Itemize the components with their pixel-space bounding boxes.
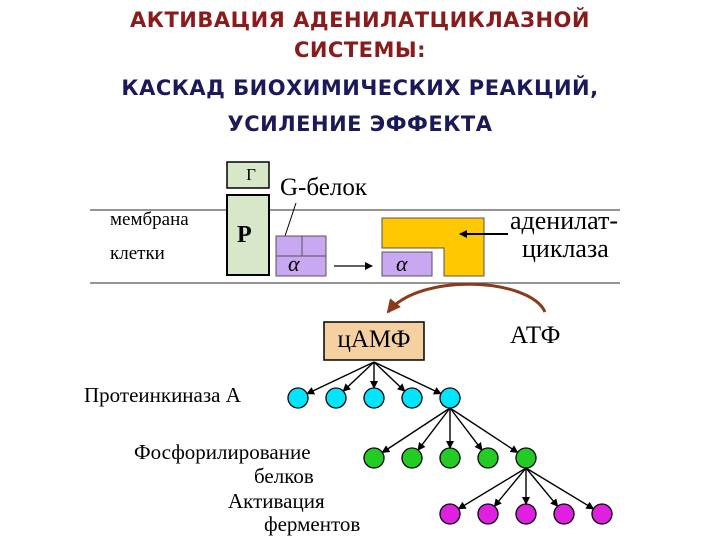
adenylate-cyclase-shape [381,217,485,277]
protein-kinase-node [363,387,385,409]
cascade-arrows [306,361,595,510]
atp-to-camp-arrow [386,282,547,314]
alpha-subunit-moved [381,251,433,277]
phosphorylation-label-2: белков [254,464,314,488]
title-line-4: УСИЛЕНИЕ ЭФФЕКТА [227,112,493,136]
receptor-box [226,194,270,276]
protein-kinase-label: Протеинкиназа А [84,383,241,407]
camp-box [323,321,425,361]
activation-label-1: Активация [228,489,325,513]
hormone-label: Г [246,165,256,184]
adenylate-cyclase-label-1: аденилат- [510,206,618,235]
protein-kinase-node [325,387,347,409]
cascade-arrow [306,361,375,395]
activation-label-2: ферментов [264,512,361,536]
protein-kinase-node [439,387,461,409]
phosphorylated-protein-node [515,447,537,469]
g-protein-complex [275,235,327,277]
cascade-nodes [287,387,613,525]
membrane-label-2: клетки [110,243,165,264]
g-protein-label: G-белок [280,174,367,201]
cascade-arrow [525,467,559,508]
hormone-box [226,161,270,189]
phosphorylated-protein-node [401,447,423,469]
title-line-3: КАСКАД БИОХИМИЧЕСКИХ РЕАКЦИЙ, [121,76,599,100]
cascade-arrow [373,361,442,395]
cascade-arrow [457,467,527,510]
camp-label: цАМФ [337,326,411,353]
activated-enzyme-node [591,503,613,525]
g-protein-pointer [284,202,297,237]
moved-alpha-label: α [396,251,408,276]
title-line-2: СИСТЕМЫ: [293,38,427,62]
phosphorylation-label-1: Фосфорилирование [134,440,311,464]
protein-kinase-node [401,387,423,409]
cascade-arrow [525,467,595,510]
cascade-arrow [493,467,527,508]
cascade-arrow [449,407,483,451]
receptor-label: Р [237,222,252,248]
cascade-arrow [417,407,451,451]
protein-kinase-node [287,387,309,409]
cascade-arrow [381,407,451,454]
cascade-arrow [342,361,375,392]
atp-label: АТФ [510,322,561,349]
activated-enzyme-node [439,503,461,525]
activated-enzyme-node [515,503,537,525]
phosphorylated-protein-node [363,447,385,469]
g-alpha-label: α [288,251,300,276]
activated-enzyme-node [553,503,575,525]
activated-enzyme-node [477,503,499,525]
cascade-arrow [373,361,406,392]
phosphorylated-protein-node [439,447,461,469]
title-line-1: АКТИВАЦИЯ АДЕНИЛАТЦИКЛАЗНОЙ [130,8,590,32]
cascade-arrow [449,407,519,454]
phosphorylated-protein-node [477,447,499,469]
membrane-label-1: мембрана [110,209,189,230]
adenylate-cyclase-label-2: циклаза [522,234,609,263]
